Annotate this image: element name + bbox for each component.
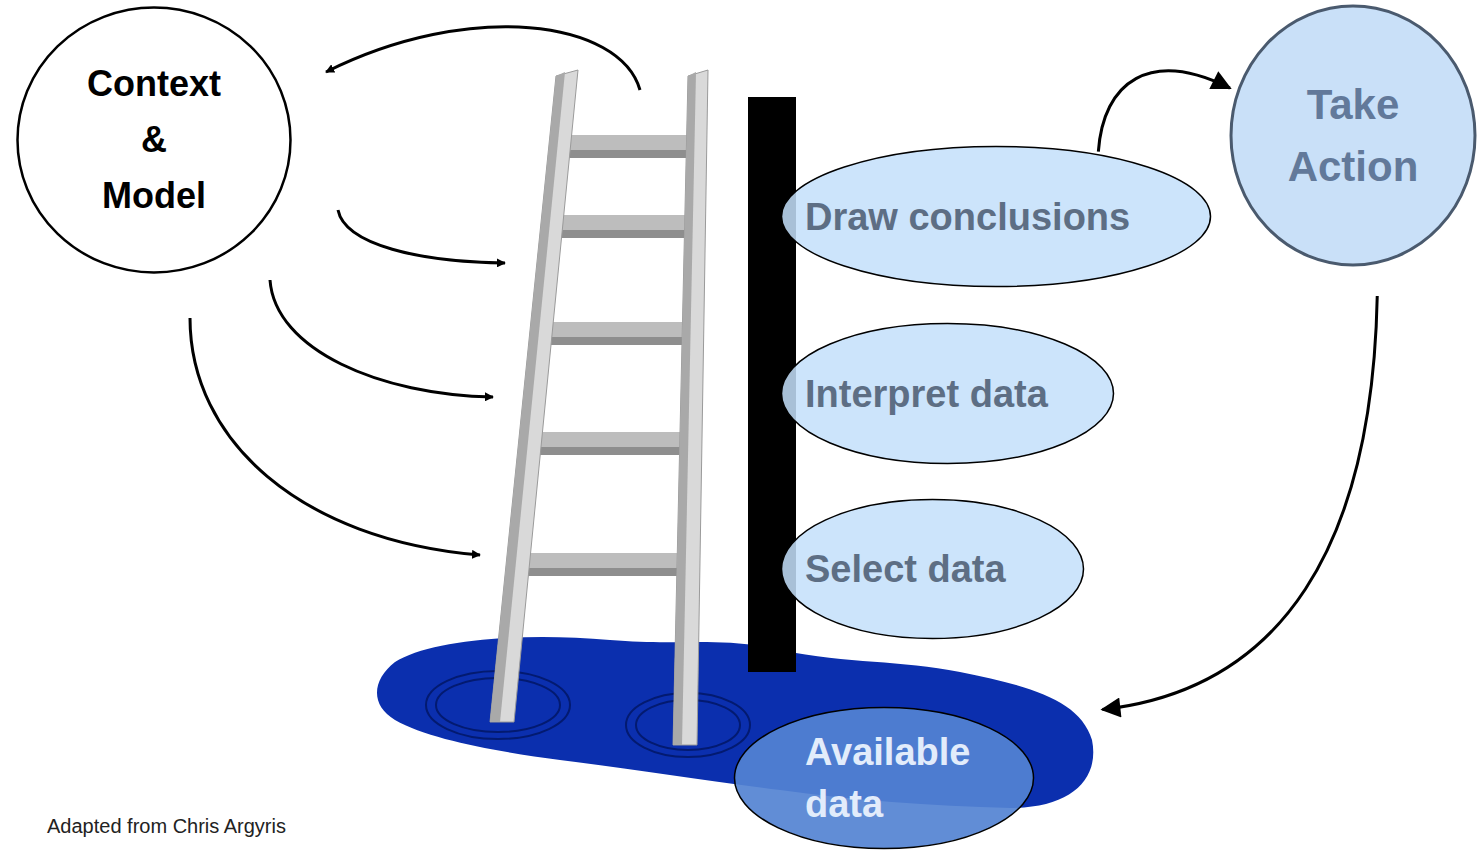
action-circle: Take Action bbox=[1228, 3, 1478, 268]
node-label: Select data bbox=[805, 546, 1006, 592]
source-note: Adapted from Chris Argyris bbox=[47, 815, 286, 838]
node-label: Context & Model bbox=[86, 56, 222, 224]
data-ellipse: Available data bbox=[733, 706, 1035, 850]
node-label: Draw conclusions bbox=[805, 194, 1130, 240]
rung-ellipse: Select data bbox=[780, 498, 1085, 640]
node-outline bbox=[733, 706, 1035, 850]
flow-arrow bbox=[1102, 296, 1377, 710]
node-label: Available data bbox=[805, 726, 995, 830]
context-circle: Context & Model bbox=[15, 5, 293, 275]
node-outline bbox=[1228, 3, 1478, 268]
rung-ellipse: Draw conclusions bbox=[780, 145, 1212, 288]
flow-arrow bbox=[1098, 71, 1230, 152]
node-label: Interpret data bbox=[805, 371, 1048, 417]
rung-ellipse: Interpret data bbox=[780, 322, 1115, 465]
node-label: Take Action bbox=[1253, 74, 1453, 198]
ladder-rails bbox=[490, 70, 708, 745]
